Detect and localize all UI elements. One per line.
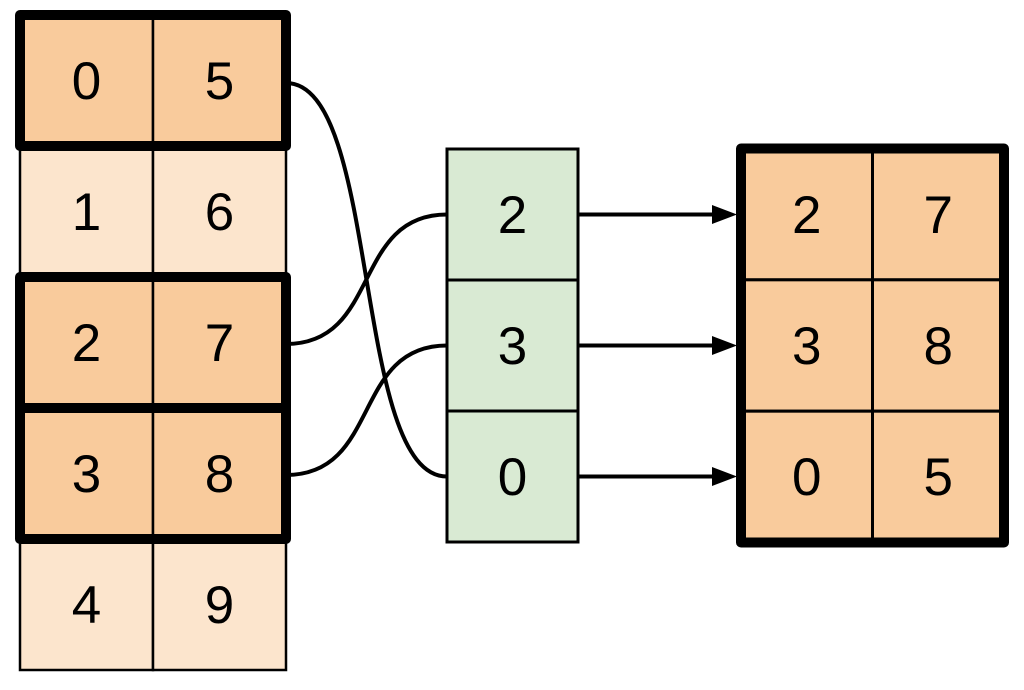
source-value-r4c1: 9 [205,576,234,635]
arrow-head-2 [712,467,737,486]
source-cell-r4c0 [18,537,155,672]
source-cell-r0c1 [151,13,288,148]
curve-source-row2-to-index-2 [285,212,448,346]
index-value-0: 2 [498,186,527,245]
index-column: 2 3 0 [445,147,580,544]
source-value-r3c1: 8 [205,445,234,504]
result-cell-r2c1 [871,409,1006,545]
source-value-r3c0: 3 [72,445,101,504]
arrow-head-1 [712,336,737,355]
source-value-r1c1: 6 [205,183,234,242]
index-value-2: 0 [498,448,527,507]
source-value-r4c0: 4 [72,576,101,635]
result-table: 2 7 3 8 0 5 [736,143,1009,548]
source-value-r1c0: 1 [72,183,101,242]
result-cell-r1c0 [739,278,874,413]
result-cell-r1c1 [871,278,1006,413]
source-cell-r0c0 [18,13,155,148]
source-cell-r3c1 [151,406,288,541]
arrows [578,205,737,486]
source-table: 0 5 1 6 2 7 3 8 4 9 [15,10,291,672]
source-cell-r2c1 [151,275,288,410]
source-cell-r4c1 [151,537,288,672]
source-cell-r1c1 [151,144,288,279]
result-value-r1c1: 8 [924,317,953,376]
result-value-r0c1: 7 [924,186,953,245]
arrow-head-0 [712,205,737,224]
connector-curves [285,81,448,479]
result-value-r1c0: 3 [792,317,821,376]
source-value-r2c1: 7 [205,314,234,373]
index-value-1: 3 [498,317,527,376]
source-value-r2c0: 2 [72,314,101,373]
source-value-r0c1: 5 [205,52,234,111]
result-cell-r2c0 [739,409,874,545]
curve-source-row3-to-index-3 [285,343,448,477]
result-value-r2c0: 0 [792,448,821,507]
index-cell-2 [445,409,580,544]
source-value-r0c0: 0 [72,52,101,111]
result-value-r0c0: 2 [792,186,821,245]
result-value-r2c1: 5 [924,448,953,507]
result-table-border [736,143,1009,548]
source-row0-highlight-border [15,10,291,151]
index-cell-0 [445,147,580,282]
